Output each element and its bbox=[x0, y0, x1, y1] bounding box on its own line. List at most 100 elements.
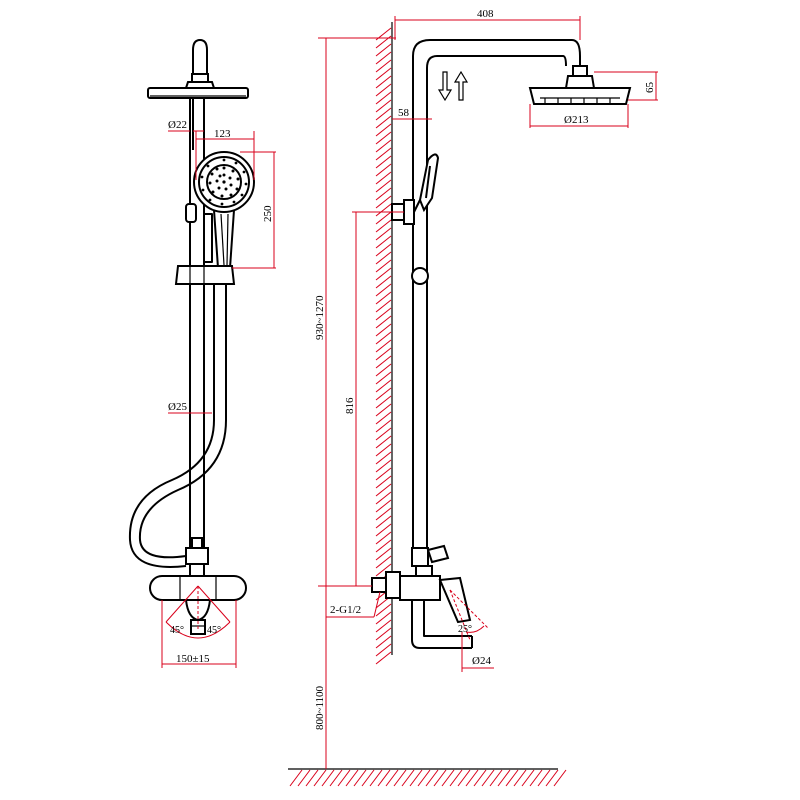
handle-angle-right-label: 45° bbox=[207, 625, 221, 636]
top-arm-width-label: 408 bbox=[477, 8, 494, 20]
inlet-spacing-dimension: 150±15 bbox=[161, 600, 237, 668]
wall-hatch-line bbox=[375, 179, 392, 193]
wall-hatch-line bbox=[375, 291, 392, 305]
wall-offset-dimension: 58 bbox=[392, 107, 432, 120]
handshower-width-dimension: 123 bbox=[195, 128, 255, 180]
floor-hatch-line bbox=[361, 769, 375, 787]
wall-hatching bbox=[375, 27, 392, 665]
wall-hatch-line bbox=[375, 51, 392, 65]
floor-hatch-line bbox=[393, 769, 407, 787]
front-diverter bbox=[185, 537, 209, 577]
front-overhead-shower-head bbox=[147, 39, 249, 99]
front-hand-shower-holder bbox=[174, 203, 236, 285]
side-mixer bbox=[371, 565, 473, 649]
spout-diameter-label: Ø24 bbox=[472, 655, 491, 667]
front-hand-shower bbox=[193, 151, 255, 269]
floor-hatch-line bbox=[513, 769, 527, 787]
wall-hatch-line bbox=[375, 315, 392, 329]
wall-hatch-line bbox=[375, 419, 392, 433]
floor-hatch-line bbox=[353, 769, 367, 787]
floor-hatch-line bbox=[553, 769, 567, 787]
wall-hatch-line bbox=[375, 459, 392, 473]
wall-hatch-line bbox=[375, 299, 392, 313]
floor-hatch-line bbox=[409, 769, 423, 787]
wall-hatch-line bbox=[375, 307, 392, 321]
wall-hatch-line bbox=[375, 531, 392, 545]
floor-hatch-line bbox=[385, 769, 399, 787]
wall-hatch-line bbox=[375, 499, 392, 513]
side-slider bbox=[411, 267, 429, 285]
head-height-label: 65 bbox=[644, 82, 656, 94]
floor-hatch-line bbox=[537, 769, 551, 787]
floor-hatch-line bbox=[345, 769, 359, 787]
wall-hatch-line bbox=[375, 347, 392, 361]
wall-hatch-line bbox=[375, 507, 392, 521]
wall-hatch-line bbox=[375, 155, 392, 169]
wall-hatch-line bbox=[375, 451, 392, 465]
wall-hatch-line bbox=[375, 227, 392, 241]
wall-hatch-line bbox=[375, 355, 392, 369]
wall-hatch-line bbox=[375, 91, 392, 105]
floor-hatch-line bbox=[457, 769, 471, 787]
floor-hatch-line bbox=[481, 769, 495, 787]
wall-hatch-line bbox=[375, 403, 392, 417]
wall-hatch-line bbox=[375, 491, 392, 505]
floor-hatch-line bbox=[529, 769, 543, 787]
wall-hatch-line bbox=[375, 187, 392, 201]
wall-hatch-line bbox=[375, 43, 392, 57]
floor-hatch-line bbox=[465, 769, 479, 787]
wall-hatch-line bbox=[375, 387, 392, 401]
side-riser-and-arm bbox=[412, 39, 632, 548]
wall-hatch-line bbox=[375, 635, 392, 649]
wall-offset-label: 58 bbox=[398, 107, 410, 119]
riser-height-dimension: 930~1270 bbox=[314, 37, 396, 587]
wall-hatch-line bbox=[375, 395, 392, 409]
flow-direction-arrows bbox=[437, 70, 469, 102]
wall-hatch-line bbox=[375, 283, 392, 297]
wall-hatch-line bbox=[375, 139, 392, 153]
wall-hatch-line bbox=[375, 611, 392, 625]
wall-section bbox=[375, 22, 393, 665]
wall-hatch-line bbox=[375, 131, 392, 145]
wall-hatch-line bbox=[375, 75, 392, 89]
floor-hatch-line bbox=[297, 769, 311, 787]
inlet-to-bracket-dimension: 816 bbox=[344, 211, 404, 587]
mounting-height-dimension: 800~1100 bbox=[314, 586, 327, 769]
wall-hatch-line bbox=[375, 515, 392, 529]
wall-hatch-line bbox=[375, 235, 392, 249]
wall-hatch-line bbox=[375, 259, 392, 273]
floor-hatch-line bbox=[313, 769, 327, 787]
floor-hatch-line bbox=[489, 769, 503, 787]
wall-hatch-line bbox=[375, 251, 392, 265]
wall-hatch-line bbox=[375, 651, 392, 665]
spout-diameter-dimension: Ø24 bbox=[461, 632, 494, 672]
front-angle-dimension: 45° 45° bbox=[165, 585, 231, 639]
mixer-angle-dimension: 25° bbox=[449, 589, 489, 641]
head-diameter-dimension: Ø213 bbox=[529, 104, 629, 128]
handshower-length-dimension: 250 bbox=[232, 151, 276, 269]
handle-angle-left-label: 45° bbox=[170, 625, 184, 636]
floor-hatch-line bbox=[521, 769, 535, 787]
riser-diameter-dimension: Ø25 bbox=[168, 401, 212, 414]
side-diverter bbox=[411, 544, 450, 567]
floor-hatch-line bbox=[441, 769, 455, 787]
wall-hatch-line bbox=[375, 171, 392, 185]
floor-hatch-line bbox=[473, 769, 487, 787]
wall-hatch-line bbox=[375, 83, 392, 97]
wall-hatch-line bbox=[375, 59, 392, 73]
wall-hatch-line bbox=[375, 555, 392, 569]
wall-hatch-line bbox=[375, 627, 392, 641]
wall-hatch-line bbox=[375, 411, 392, 425]
wall-hatch-line bbox=[375, 123, 392, 137]
wall-hatch-line bbox=[375, 195, 392, 209]
wall-hatch-line bbox=[375, 99, 392, 113]
inlet-thread-dimension: 2-G1/2 bbox=[326, 591, 381, 618]
wall-hatch-line bbox=[375, 643, 392, 657]
side-view: 25° 408 65 58 Ø213 bbox=[288, 8, 658, 787]
wall-hatch-line bbox=[375, 67, 392, 81]
wall-hatch-line bbox=[375, 483, 392, 497]
wall-hatch-line bbox=[375, 523, 392, 537]
wall-hatch-line bbox=[375, 435, 392, 449]
wall-hatch-line bbox=[375, 603, 392, 617]
